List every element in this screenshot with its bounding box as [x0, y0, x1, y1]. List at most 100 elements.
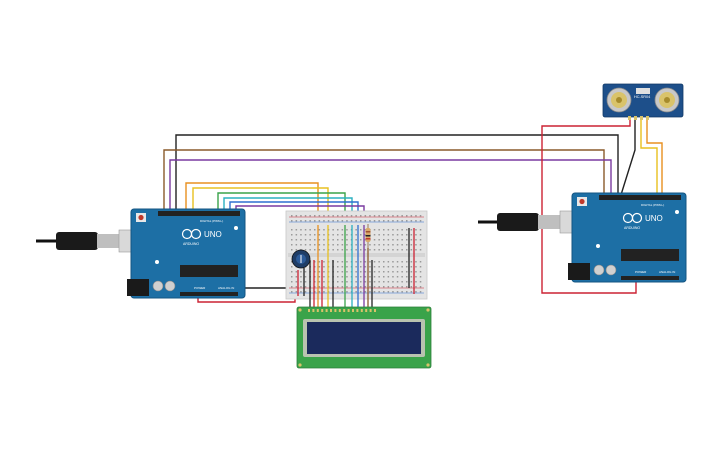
power-jack: [127, 279, 149, 296]
breadboard-hole: [318, 215, 321, 217]
breadboard-hole: [355, 249, 357, 251]
breadboard-hole: [415, 271, 417, 273]
breadboard-hole: [323, 271, 325, 273]
breadboard-hole: [410, 271, 413, 273]
breadboard-hole: [360, 276, 362, 278]
breadboard-hole: [406, 239, 408, 241]
breadboard-hole: [346, 220, 348, 222]
breadboard-hole: [337, 229, 339, 231]
breadboard-hole: [337, 261, 339, 263]
breadboard-hole: [392, 249, 394, 251]
breadboard-hole: [355, 286, 357, 288]
breadboard-hole: [346, 244, 348, 246]
arduino-uno-right[interactable]: UNO ARDUINO DIGITAL (PWM~) POWER ANALOG …: [568, 192, 687, 283]
breadboard-hole: [337, 266, 339, 268]
ultrasonic-sensor[interactable]: HC-SR04: [602, 83, 684, 120]
breadboard-hole: [406, 276, 408, 278]
breadboard-hole: [378, 291, 380, 293]
breadboard-hole: [419, 276, 422, 278]
breadboard-hole: [401, 286, 403, 288]
breadboard-hole: [323, 281, 325, 283]
breadboard-hole: [332, 234, 334, 236]
breadboard-hole: [364, 229, 367, 231]
arduino-uno-left[interactable]: UNO ARDUINO DIGITAL (PWM~) POWER ANALOG …: [127, 208, 246, 299]
breadboard-hole: [341, 286, 344, 288]
breadboard-hole: [369, 244, 371, 246]
breadboard-hole: [291, 266, 293, 268]
breadboard-hole: [355, 291, 357, 293]
breadboard-hole: [401, 239, 403, 241]
breadboard-hole: [304, 249, 307, 251]
breadboard-hole: [419, 291, 422, 293]
breadboard-hole: [373, 281, 376, 283]
breadboard-hole: [341, 291, 344, 293]
breadboard-hole: [419, 215, 422, 217]
breadboard-hole: [355, 239, 357, 241]
breadboard-hole: [323, 286, 325, 288]
breadboard-hole: [314, 281, 316, 283]
breadboard-hole: [364, 234, 367, 236]
breadboard-hole: [346, 271, 348, 273]
breadboard-hole: [318, 271, 321, 273]
breadboard-hole: [378, 271, 380, 273]
breadboard-hole: [410, 244, 413, 246]
breadboard-hole: [291, 244, 293, 246]
breadboard-hole: [373, 291, 376, 293]
breadboard-hole: [392, 276, 394, 278]
breadboard-hole: [341, 239, 344, 241]
breadboard-hole: [341, 276, 344, 278]
breadboard-hole: [396, 291, 399, 293]
breadboard-hole: [323, 276, 325, 278]
breadboard-hole: [415, 234, 417, 236]
breadboard-hole: [373, 249, 376, 251]
breadboard-hole: [346, 266, 348, 268]
breadboard-hole: [415, 286, 417, 288]
breadboard-hole: [314, 261, 316, 263]
breadboard-hole: [410, 281, 413, 283]
atmega-chip: [621, 249, 679, 261]
breadboard-hole: [387, 234, 390, 236]
lcd-16x2[interactable]: [296, 306, 432, 369]
breadboard-hole: [369, 249, 371, 251]
breadboard-hole: [346, 234, 348, 236]
breadboard-hole: [291, 229, 293, 231]
breadboard-hole: [295, 220, 298, 222]
breadboard-hole: [392, 261, 394, 263]
breadboard-hole: [419, 281, 422, 283]
breadboard-hole: [360, 239, 362, 241]
breadboard-hole: [337, 244, 339, 246]
breadboard-hole: [396, 249, 399, 251]
breadboard-hole: [295, 249, 298, 251]
breadboard-hole: [355, 271, 357, 273]
breadboard-hole: [383, 271, 385, 273]
breadboard-hole: [304, 291, 307, 293]
breadboard-hole: [406, 229, 408, 231]
breadboard-hole: [392, 281, 394, 283]
breadboard-hole: [318, 220, 321, 222]
breadboard-hole: [318, 291, 321, 293]
breadboard-hole: [323, 266, 325, 268]
breadboard-hole: [392, 266, 394, 268]
breadboard-hole: [309, 215, 311, 217]
breadboard-hole: [387, 291, 390, 293]
breadboard-hole: [360, 234, 362, 236]
breadboard-hole: [383, 244, 385, 246]
breadboard-hole: [360, 266, 362, 268]
breadboard-hole: [396, 286, 399, 288]
potentiometer[interactable]: [291, 249, 311, 269]
lcd-pin: [360, 309, 363, 312]
breadboard-hole: [392, 239, 394, 241]
lcd-pin: [321, 309, 324, 312]
breadboard-hole: [304, 239, 307, 241]
breadboard-hole: [373, 229, 376, 231]
breadboard-hole: [291, 276, 293, 278]
breadboard-hole: [318, 239, 321, 241]
breadboard-hole: [387, 271, 390, 273]
breadboard-hole: [415, 276, 417, 278]
breadboard-hole: [337, 220, 339, 222]
breadboard-hole: [387, 266, 390, 268]
breadboard-hole: [364, 266, 367, 268]
breadboard-hole: [410, 249, 413, 251]
breadboard-hole: [373, 220, 376, 222]
breadboard-hole: [332, 244, 334, 246]
